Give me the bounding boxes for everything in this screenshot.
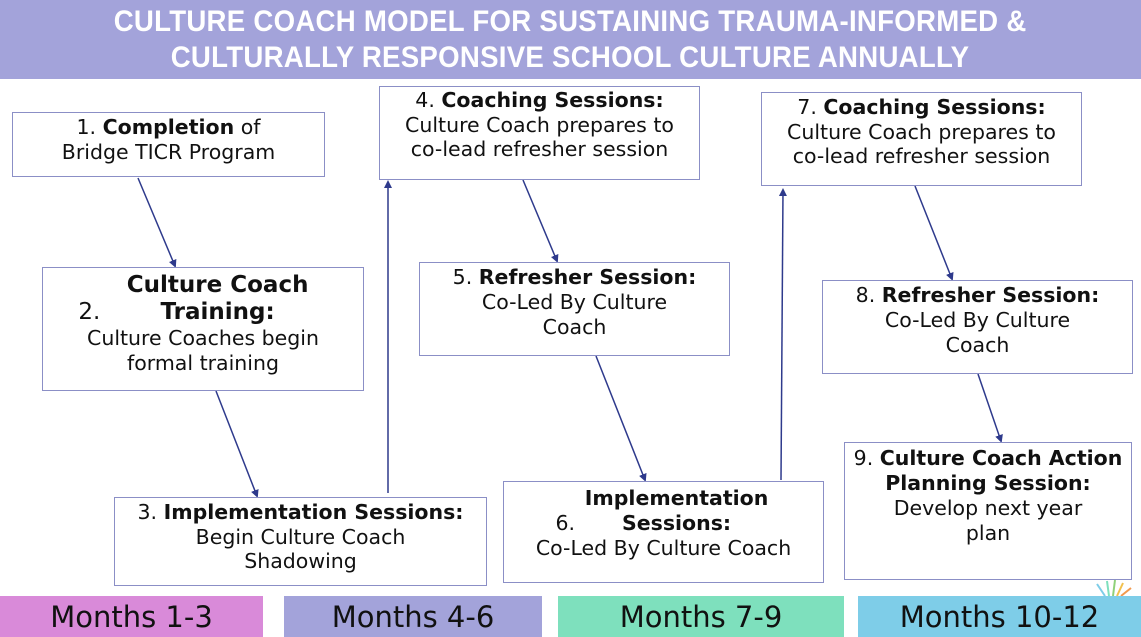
month-band-10-12: Months 10-12: [858, 596, 1141, 637]
step-5-description: Co-Led By Culture Coach: [481, 290, 668, 339]
step-3-title: Implementation Sessions:: [163, 500, 464, 524]
step-2-description: Culture Coaches begin formal training: [87, 326, 319, 375]
step-1-number: 1.: [76, 115, 97, 139]
step-7-box: 7. Coaching Sessions: Culture Coach prep…: [761, 92, 1082, 186]
step-9-title: Culture Coach Action Planning Session:: [879, 446, 1123, 495]
step-1-title-tail: of: [234, 115, 261, 139]
month-band-7-9: Months 7-9: [558, 596, 844, 637]
step-1-description: Bridge TICR Program: [61, 140, 276, 164]
month-band-1-3: Months 1-3: [0, 596, 263, 637]
step-7-number: 7.: [797, 95, 817, 119]
step-5-title: Refresher Session:: [478, 265, 697, 289]
step-3-number: 3.: [137, 500, 158, 524]
step-5-box: 5. Refresher Session: Co-Led By Culture …: [419, 262, 730, 356]
step-8-title: Refresher Session:: [881, 283, 1100, 307]
step-4-number: 4.: [415, 88, 435, 112]
step-6-box: 6. Implementation Sessions: Co-Led By Cu…: [503, 481, 824, 583]
step-1-box: 1. Completion of Bridge TICR Program: [12, 112, 325, 177]
step-9-description: Develop next year plan: [893, 496, 1083, 545]
step-7-description: Culture Coach prepares to co-lead refres…: [787, 120, 1056, 168]
arrow-8-to-9: [977, 373, 1003, 443]
step-3-box: 3. Implementation Sessions: Begin Cultur…: [114, 497, 487, 586]
step-8-box: 8. Refresher Session: Co-Led By Culture …: [822, 280, 1133, 374]
step-4-description: Culture Coach prepares to co-lead refres…: [405, 113, 674, 161]
step-6-title: Implementation Sessions:: [584, 486, 769, 535]
arrow-6-to-7: [778, 188, 787, 481]
title-line-2: CULTURALLY RESPONSIVE SCHOOL CULTURE ANN…: [171, 40, 970, 74]
step-2-number: 2.: [78, 299, 101, 325]
step-2-title: Culture Coach Training:: [126, 272, 309, 325]
step-2-box: 2. Culture Coach Training: Culture Coach…: [42, 267, 364, 391]
arrow-4-to-5: [522, 179, 559, 263]
month-label-4: Months 10-12: [899, 599, 1100, 634]
step-9-box: 9. Culture Coach Action Planning Session…: [844, 442, 1132, 580]
title-banner: CULTURE COACH MODEL FOR SUSTAINING TRAUM…: [0, 0, 1141, 79]
month-label-3: Months 7-9: [619, 599, 783, 634]
arrow-7-to-8: [914, 185, 954, 281]
step-4-title: Coaching Sessions:: [441, 88, 664, 112]
step-4-box: 4. Coaching Sessions: Culture Coach prep…: [379, 86, 700, 180]
step-7-title: Coaching Sessions:: [823, 95, 1046, 119]
month-label-2: Months 4-6: [331, 599, 495, 634]
step-5-number: 5.: [452, 265, 473, 289]
month-band-4-6: Months 4-6: [284, 596, 542, 637]
title-line-1: CULTURE COACH MODEL FOR SUSTAINING TRAUM…: [114, 4, 1027, 38]
step-3-description: Begin Culture Coach Shadowing: [195, 525, 406, 573]
step-8-number: 8.: [855, 283, 876, 307]
step-9-number: 9.: [853, 446, 874, 470]
step-8-description: Co-Led By Culture Coach: [884, 308, 1071, 357]
arrow-5-to-6: [595, 355, 647, 482]
arrow-1-to-2: [137, 177, 177, 268]
step-1-title: Completion: [102, 115, 235, 139]
step-6-description: Co-Led By Culture Coach: [535, 536, 792, 560]
arrow-2-to-3: [215, 390, 259, 498]
sunburst-logo-icon: [1096, 579, 1132, 597]
month-label-1: Months 1-3: [50, 599, 213, 634]
step-6-number: 6.: [555, 511, 576, 535]
